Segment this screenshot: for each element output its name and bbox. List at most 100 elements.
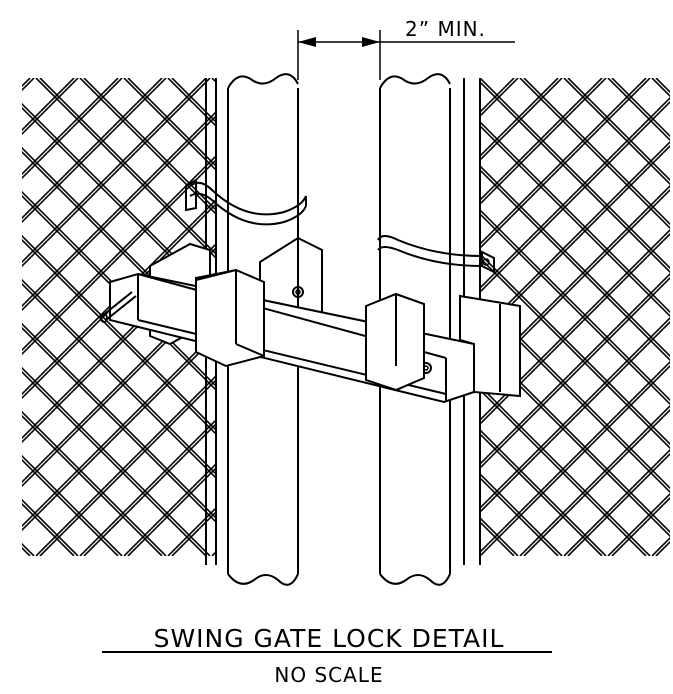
fabric-wire — [480, 340, 670, 534]
fabric-wire — [22, 458, 119, 556]
fabric-wire — [123, 462, 216, 556]
fabric-wire — [480, 78, 670, 270]
drawing-title-block: SWING GATE LOCK DETAIL NO SCALE — [102, 624, 552, 687]
fabric-wire — [22, 78, 119, 176]
dimension-label: 2” MIN. — [405, 17, 486, 41]
dimension-2in-min: 2” MIN. — [297, 17, 515, 80]
fabric-wire — [22, 78, 123, 180]
fabric-wire — [524, 78, 673, 556]
fabric-wire — [611, 496, 670, 556]
fabric-wire — [480, 472, 563, 556]
fabric-wire — [0, 78, 30, 556]
fabric-wire — [0, 78, 34, 556]
fabric-wire — [39, 78, 216, 256]
fabric-wire — [480, 78, 603, 202]
fabric-wire — [480, 96, 670, 290]
fabric-wire — [563, 448, 670, 556]
fabric-wire — [22, 78, 211, 268]
post-clamp-strap-left — [185, 178, 307, 226]
latch-keeper-right — [365, 292, 521, 398]
fabric-wire — [480, 364, 670, 556]
fabric-wire — [519, 404, 670, 556]
drawing-title: SWING GATE LOCK DETAIL — [154, 624, 505, 653]
fabric-wire — [22, 102, 216, 300]
fabric-wire — [22, 106, 216, 304]
fabric-wire — [0, 78, 78, 556]
fabric-wire — [480, 120, 670, 314]
fabric-wire — [656, 78, 673, 556]
fabric-wire — [22, 326, 216, 524]
fabric-wire — [655, 78, 670, 94]
fabric-wire — [22, 546, 31, 556]
fabric-wire — [480, 228, 670, 422]
fabric-wire — [22, 542, 35, 556]
fabric-wire — [480, 344, 670, 538]
fabric-wire — [83, 78, 216, 212]
fabric-wire — [480, 184, 670, 378]
fabric-wire — [480, 80, 670, 274]
post-clamp-strap-right — [377, 235, 495, 274]
fabric-wire — [22, 78, 35, 92]
latch-sleeve — [195, 268, 265, 368]
fabric-wire — [22, 202, 216, 400]
fabric-wire — [22, 78, 207, 264]
fabric-wire — [480, 78, 607, 206]
fabric-wire — [480, 316, 670, 510]
fabric-wire — [22, 158, 216, 356]
fabric-wire — [35, 78, 216, 260]
fabric-wire — [22, 366, 211, 556]
fabric-wire — [127, 78, 216, 168]
fabric-wire — [0, 78, 30, 556]
fabric-wire — [83, 422, 216, 556]
drop-rod — [100, 291, 137, 323]
dimension-arrow-left — [298, 37, 316, 47]
fabric-wire — [523, 408, 670, 556]
fabric-wire — [22, 78, 163, 220]
fabric-wire — [79, 418, 216, 556]
fabric-wire — [480, 276, 670, 470]
fabric-wire — [655, 540, 670, 556]
fabric-wire — [22, 454, 123, 556]
fabric-wire — [612, 78, 673, 556]
fabric-wire — [22, 370, 207, 556]
fabric-wire — [39, 378, 216, 556]
fabric-wire — [22, 110, 216, 308]
fabric-wire — [0, 78, 34, 556]
fabric-wire — [22, 198, 216, 396]
fabric-wire — [35, 374, 216, 556]
fabric-wire — [22, 154, 216, 352]
fabric-wire — [22, 114, 216, 312]
fabric-wire — [480, 432, 603, 556]
fabric-wire — [567, 452, 670, 556]
fabric-wire — [22, 414, 163, 556]
fabric-wire — [22, 78, 31, 88]
fabric-wire — [563, 78, 670, 186]
fabric-wire — [22, 330, 216, 528]
fabric-wire — [127, 466, 216, 556]
fabric-wire — [480, 320, 670, 514]
fabric-wire — [524, 78, 673, 556]
fabric-wire — [611, 78, 670, 138]
fabric-wire — [480, 78, 563, 162]
fabric-wire — [612, 78, 673, 556]
fabric-wire — [22, 78, 79, 136]
fabric-wire — [519, 78, 670, 230]
fabric-wire — [480, 384, 651, 556]
fabric-wire — [567, 78, 670, 182]
fabric-wire — [480, 78, 651, 250]
fabric-wire — [22, 334, 216, 532]
dimension-arrow-right — [362, 37, 380, 47]
fabric-wire — [22, 410, 167, 556]
fabric-wire — [480, 232, 670, 426]
fabric-wire — [523, 78, 670, 226]
fabric-wire — [22, 78, 167, 224]
fabric-wire — [656, 78, 673, 556]
fabric-wire — [0, 78, 78, 556]
drawing-subtitle: NO SCALE — [274, 663, 383, 687]
fabric-wire — [480, 388, 647, 556]
fabric-wire — [123, 78, 216, 172]
fabric-wire — [22, 498, 79, 556]
fabric-wire — [480, 124, 670, 318]
fabric-wire — [79, 78, 216, 216]
